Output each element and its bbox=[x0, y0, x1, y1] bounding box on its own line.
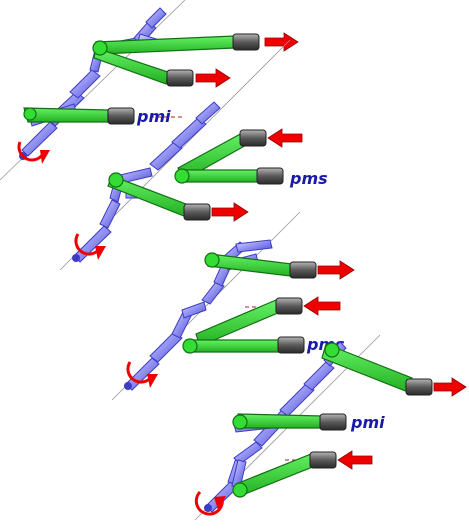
force-arrow-icon bbox=[317, 260, 355, 280]
rod-eye bbox=[204, 252, 220, 268]
rod-eye bbox=[23, 107, 37, 121]
piston bbox=[405, 378, 433, 396]
rod-eye bbox=[174, 168, 190, 184]
rotation-arrow-head bbox=[214, 496, 226, 510]
force-arrow-icon bbox=[433, 377, 467, 397]
position-label: pmi bbox=[350, 413, 385, 432]
piston bbox=[277, 336, 305, 354]
force-arrow-icon bbox=[303, 296, 341, 316]
shaft-end bbox=[124, 382, 132, 390]
force-arrow-icon bbox=[211, 202, 249, 222]
piston bbox=[107, 107, 135, 125]
piston bbox=[289, 261, 317, 279]
rotation-arrow-head bbox=[95, 246, 106, 260]
force-arrow-icon bbox=[264, 32, 299, 52]
piston bbox=[319, 413, 347, 431]
connecting-rods bbox=[185, 253, 293, 353]
rod-eye bbox=[232, 414, 248, 430]
rotation-arrow-head bbox=[147, 374, 158, 388]
piston bbox=[275, 297, 303, 315]
rod-eye bbox=[324, 342, 340, 358]
crankshaft-stage-2: pms bbox=[59, 39, 328, 271]
shaft-end bbox=[204, 504, 212, 512]
crankshaft-body bbox=[125, 239, 273, 391]
crankshaft-stage-4: pmi bbox=[194, 334, 467, 521]
force-arrow-icon bbox=[267, 128, 303, 148]
position-label: pms bbox=[289, 169, 328, 188]
piston bbox=[309, 451, 337, 469]
rod-eye bbox=[92, 40, 108, 56]
rotation-arrow-head bbox=[40, 150, 50, 164]
piston bbox=[183, 203, 211, 221]
crankshaft-body bbox=[21, 7, 167, 157]
crankshaft-stage-1: pmi bbox=[0, 0, 299, 181]
force-arrow-icon bbox=[337, 450, 373, 470]
shaft-end bbox=[72, 254, 80, 262]
piston bbox=[239, 129, 267, 147]
force-arrow-icon bbox=[195, 68, 231, 88]
piston bbox=[232, 33, 260, 51]
rod-eye bbox=[182, 338, 198, 354]
piston bbox=[166, 69, 194, 87]
rotation-arrow-icon bbox=[194, 490, 224, 516]
rod-eye bbox=[232, 482, 248, 498]
piston bbox=[256, 167, 284, 185]
position-label: pmi bbox=[136, 107, 171, 126]
rod-eye bbox=[108, 172, 124, 188]
